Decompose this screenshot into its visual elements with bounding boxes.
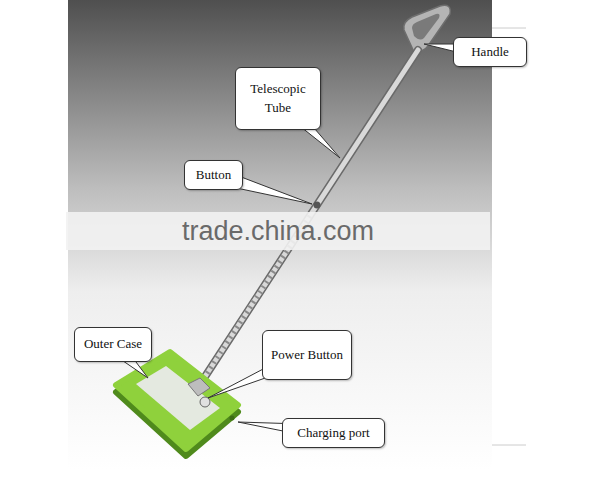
callout-box: Outer Case xyxy=(74,327,152,362)
tube-joint xyxy=(188,378,210,396)
callout-box: Handle xyxy=(453,37,527,67)
part-name: Outer Case xyxy=(84,335,142,354)
handle-hole xyxy=(412,14,440,40)
callout-box: Power Button xyxy=(262,330,352,380)
callout-box: Button xyxy=(184,160,243,190)
callout-box: Telescopic Tube xyxy=(235,67,321,130)
case-stripe xyxy=(136,366,220,430)
part-name: Power Button xyxy=(271,346,343,365)
part-name: Charging port xyxy=(297,424,369,443)
edge-rule xyxy=(492,28,526,29)
part-name: Button xyxy=(196,166,231,185)
power-button xyxy=(200,397,210,407)
charging-port xyxy=(230,416,235,421)
callout-box: Charging port xyxy=(282,418,385,448)
watermark-band: trade.china.com xyxy=(66,212,490,250)
part-name: Telescopic Tube xyxy=(243,80,313,118)
watermark: trade.china.com xyxy=(182,216,374,247)
part-name: Handle xyxy=(471,43,509,62)
tube-button xyxy=(314,202,321,209)
edge-rule xyxy=(492,445,526,446)
